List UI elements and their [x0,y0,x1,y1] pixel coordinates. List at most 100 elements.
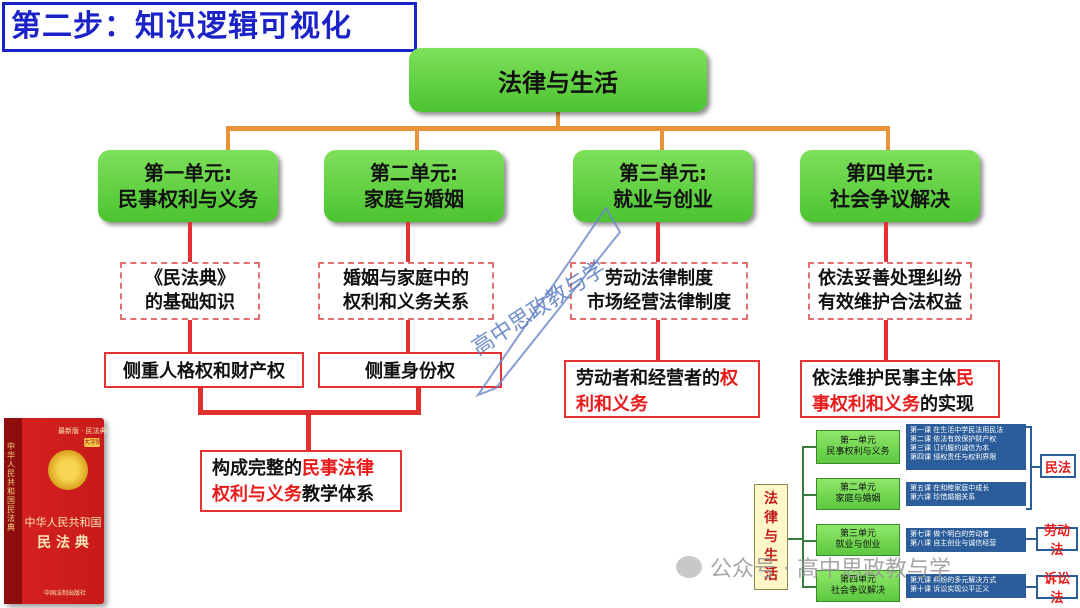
wechat-watermark: 公众号 · 高中思政教与学 [676,552,951,582]
unit4-line1: 第四单元: [846,161,934,185]
merge-right-line [416,388,421,414]
mini-tag-labor-law: 劳动法 [1036,524,1078,558]
mini-stub2 [802,494,816,496]
summary-highlight1: 民事法律 [302,458,374,479]
book-title-line2: 民 法 典 [37,535,89,551]
mini-lesson: 第八课 自主创业与诚信经营 [910,539,997,547]
summary-highlight2: 权利与义务 [212,484,302,505]
mini-unit2-name1: 第二单元 [839,483,876,493]
unit3-box: 第三单元: 就业与创业 [573,150,753,222]
mini-mindmap: 法 律 与 生 活 第一单元 民事权利与义务 第一课 在生活中学民法用民法 第二… [752,420,1078,606]
summary-box: 构成完整的民事法律 权利与义务教学体系 [200,450,402,512]
mini-trunk-line [802,446,804,588]
mini-tag-civil-law: 民法 [1040,454,1076,478]
mini-unit4-name1: 第四单元 [839,575,876,585]
unit2-content-line2: 权利和义务关系 [343,292,469,313]
mini-vertical-char1: 法 [764,490,778,507]
unit1-connector [226,126,230,152]
mini-lesson: 第七课 做个明白的劳动者 [910,530,990,538]
unit3-focus-line [656,320,660,360]
unit1-content: 《民法典》 的基础知识 [120,262,260,320]
unit1-box: 第一单元: 民事权利与义务 [98,150,278,222]
mini-lesson: 第四课 侵权责任与权利界限 [910,453,997,461]
unit4-focus-line [884,320,888,360]
unit2-content-line1: 婚姻与家庭中的 [343,268,469,289]
mini-vertical-title: 法 律 与 生 活 [754,484,788,590]
root-connector [556,112,560,128]
unit2-line2: 家庭与婚姻 [364,187,464,211]
wechat-watermark-text: 公众号 · 高中思政教与学 [710,557,951,582]
unit4-down-line [884,222,888,262]
unit4-content: 依法妥善处理纠纷 有效维护合法权益 [808,262,972,320]
summary-prefix: 构成完整的 [212,458,302,479]
book-badge: 大字版 [84,438,100,447]
merge-down-line [306,410,311,450]
unit1-focus-line [188,320,192,352]
book-publisher: 中国法制出版社 [43,590,86,597]
book-title-line1: 中华人民共和国 [24,516,102,529]
mini-lesson: 第一课 在生活中学民法用民法 [910,426,1004,434]
unit4-focus: 依法维护民事主体民 事权利和义务的实现 [800,360,1000,418]
unit2-focus: 侧重身份权 [318,352,502,388]
unit1-content-line2: 的基础知识 [145,292,235,313]
merge-left-line [198,388,203,414]
unit2-focus-line [406,320,410,352]
mini-lesson: 第六课 珍惜婚姻关系 [910,493,976,501]
book-spine-title: 中华人民共和国民法典 [7,442,15,532]
mini-bracket2-stub [1026,538,1036,540]
unit4-focus-suffix: 的实现 [920,394,974,415]
mini-unit4-name2: 社会争议解决 [830,586,885,596]
mini-unit2: 第二单元 家庭与婚姻 [816,478,900,510]
unit3-content-line2: 市场经营法律制度 [587,292,731,313]
mini-unit1-name2: 民事权利与义务 [826,447,890,457]
mini-unit2-name2: 家庭与婚姻 [835,494,881,504]
mini-stub1 [802,446,816,448]
unit3-focus-text: 劳动者和经营者的 [576,368,720,389]
mini-unit3-name2: 就业与创业 [835,540,881,550]
mini-unit1: 第一单元 民事权利与义务 [816,430,900,464]
mini-vertical-char4: 生 [764,547,778,564]
mini-bracket1-stub [1032,466,1040,468]
unit4-focus-text: 依法维护民事主体 [812,368,956,389]
summary-suffix: 教学体系 [302,484,374,505]
mini-unit3-lessons: 第七课 做个明白的劳动者 第八课 自主创业与诚信经营 [906,528,1026,552]
unit2-box: 第二单元: 家庭与婚姻 [324,150,504,222]
unit3-focus-highlight2: 利和义务 [576,394,648,415]
mini-unit1-lessons: 第一课 在生活中学民法用民法 第二课 依法有效保护财产权 第三课 订约履约诚信为… [906,424,1026,470]
mini-stub3 [802,540,816,542]
unit1-content-line1: 《民法典》 [145,268,235,289]
unit4-focus-highlight1: 民 [956,368,974,389]
mini-lesson: 第五课 在和睦家庭中成长 [910,484,990,492]
unit2-content: 婚姻与家庭中的 权利和义务关系 [318,262,494,320]
mini-unit3-name1: 第三单元 [839,529,876,539]
unit2-down-line [406,222,410,262]
mini-vertical-char2: 律 [764,509,778,526]
mini-stub4 [802,586,816,588]
wechat-icon [676,556,702,578]
unit3-line1: 第三单元: [619,161,707,185]
mini-tag-procedural-law: 诉讼法 [1036,572,1078,606]
unit4-line2: 社会争议解决 [830,187,950,211]
root-node: 法律与生活 [409,48,707,112]
unit3-content-line1: 劳动法律制度 [605,268,713,289]
page-title: 第二步：知识逻辑可视化 [2,2,417,52]
unit3-focus-highlight1: 权 [720,368,738,389]
unit1-line1: 第一单元: [144,161,232,185]
unit4-content-line2: 有效维护合法权益 [818,292,962,313]
unit3-connector [660,126,664,152]
unit3-line2: 就业与创业 [613,187,713,211]
mini-lesson: 第九课 纠纷的多元解决方式 [910,576,997,584]
unit1-line2: 民事权利与义务 [118,187,258,211]
civil-code-book-image: 中华人民共和国民法典 最新版 · 民法典 大字版 中华人民共和国 民 法 典 中… [4,418,107,604]
unit3-focus: 劳动者和经营者的权 利和义务 [564,360,760,418]
unit4-connector [886,126,890,152]
mini-lesson: 第二课 依法有效保护财产权 [910,435,997,443]
unit1-focus: 侧重人格权和财产权 [104,352,304,388]
mini-vertical-char3: 与 [764,528,778,545]
mini-bracket3-stub [1026,586,1036,588]
unit2-line1: 第二单元: [370,161,458,185]
mini-unit4-lessons: 第九课 纠纷的多元解决方式 第十课 诉讼实现公平正义 [906,574,1026,598]
unit3-down-line [656,222,660,262]
unit4-box: 第四单元: 社会争议解决 [800,150,980,222]
mini-lesson: 第三课 订约履约诚信为本 [910,444,990,452]
